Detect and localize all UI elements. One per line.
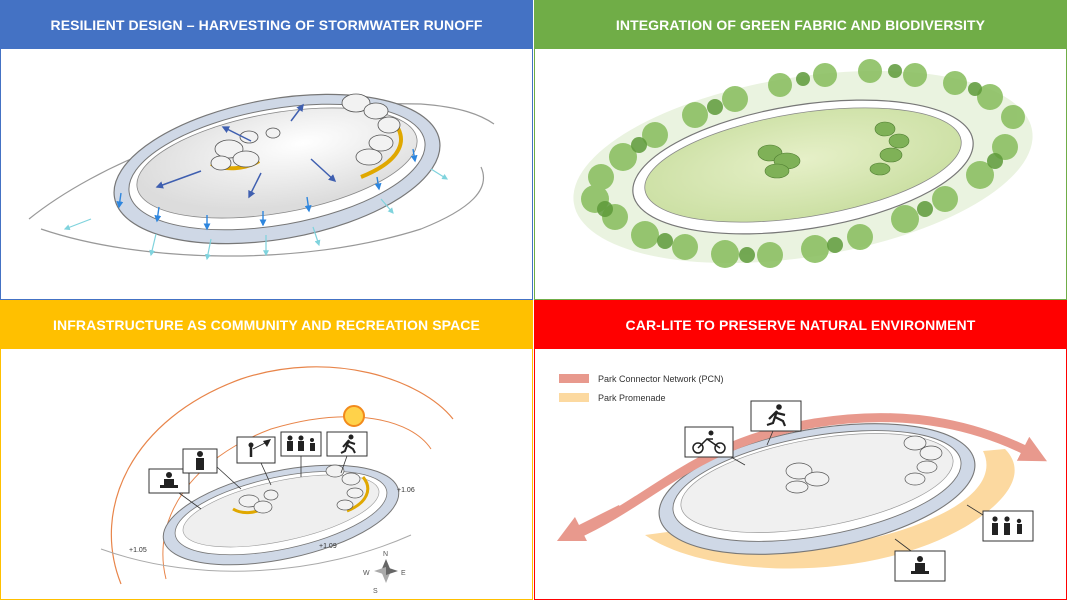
green-lawn (644, 107, 962, 223)
activity-callout-family (966, 504, 1034, 542)
panel-title-stormwater: RESILIENT DESIGN – HARVESTING OF STORMWA… (1, 1, 532, 49)
panel-car-lite: CAR-LITE TO PRESERVE NATURAL ENVIRONMENT… (534, 300, 1067, 600)
level-marker: +1.09 (319, 543, 337, 550)
surface-runoff-arrows (155, 103, 337, 199)
panel-community: INFRASTRUCTURE AS COMMUNITY AND RECREATI… (0, 300, 533, 600)
tree-cluster (238, 464, 364, 514)
tree-canopies (581, 59, 1025, 268)
compass-rose: N S E W (363, 551, 406, 595)
tree-cluster (210, 93, 401, 171)
green-fabric-diagram (573, 59, 1033, 268)
car-lite-diagram: Park Connector Network (PCN) Park Promen… (556, 374, 1047, 582)
legend-label-pcn: Park Connector Network (PCN) (598, 374, 724, 384)
activity-callout-cycling (684, 426, 746, 466)
drain-arrows (116, 148, 418, 231)
tree-cluster (785, 435, 943, 494)
activity-callout-seated (894, 538, 946, 582)
legend-label-promenade: Park Promenade (598, 393, 666, 403)
activity-callout-family (280, 431, 322, 477)
lawn-tree-cluster (757, 121, 910, 179)
panel-title-carlite: CAR-LITE TO PRESERVE NATURAL ENVIRONMENT (535, 301, 1066, 349)
park-promenade (645, 449, 1015, 569)
legend-swatch-promenade (559, 393, 589, 402)
tree-canopies-dark (597, 64, 1003, 263)
outflow-arrows (63, 168, 449, 261)
panel-green-fabric: INTEGRATION OF GREEN FABRIC AND BIODIVER… (534, 0, 1067, 300)
panel-title-community: INFRASTRUCTURE AS COMMUNITY AND RECREATI… (1, 301, 532, 349)
activity-callout-running (750, 400, 802, 446)
community-diagram: +1.06 +1.05 +1.09 N S E W (100, 366, 454, 595)
pcn-arrow-west (556, 504, 624, 542)
activity-callout-kite (236, 436, 276, 486)
panel-title-green: INTEGRATION OF GREEN FABRIC AND BIODIVER… (535, 1, 1066, 49)
activity-callout-standing (182, 448, 242, 490)
road-edge (40, 166, 485, 257)
activity-callout-running (326, 431, 368, 474)
stormwater-diagram (28, 93, 495, 261)
road-edge (100, 534, 412, 572)
central-lawn (182, 474, 380, 548)
panel-stormwater: RESILIENT DESIGN – HARVESTING OF STORMWA… (0, 0, 533, 300)
compass-south: S (373, 588, 378, 595)
park-connector-network (570, 413, 1047, 540)
level-marker: +1.06 (397, 487, 415, 494)
sun-path-arc (110, 366, 454, 585)
bioswale (346, 476, 370, 513)
central-lawn (136, 107, 418, 219)
level-marker: +1.05 (129, 547, 147, 554)
compass-north: N (383, 551, 388, 558)
compass-west: W (363, 570, 370, 577)
compass-east: E (401, 570, 406, 577)
sun-icon (343, 405, 365, 427)
activity-callout-seated (148, 468, 202, 510)
legend-swatch-pcn (559, 374, 589, 383)
